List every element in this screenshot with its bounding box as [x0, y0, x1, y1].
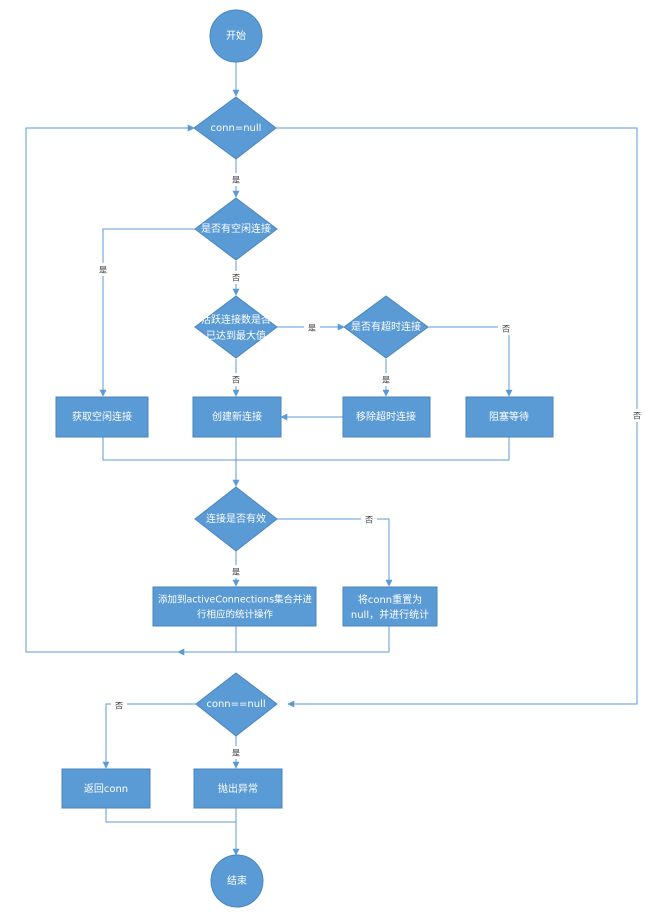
- label-no-has-timeout: 否: [502, 325, 510, 334]
- start-label: 开始: [226, 29, 246, 42]
- label-yes-active-max: 是: [308, 324, 316, 333]
- process-reset-conn: 将conn重置为 null，并进行统计: [342, 586, 438, 627]
- edge-conn-null2-no: [102, 703, 196, 769]
- edge-labels: 是 否 是 否 是 是 否 是 否 否 否 是: [95, 173, 645, 759]
- process-block-wait-label: 阻塞等待: [489, 410, 529, 423]
- edge-has-idle-yes: [99, 228, 197, 397]
- process-create-new-label: 创建新连接: [212, 410, 262, 423]
- process-remove-timeout-label: 移除超时连接: [356, 410, 416, 423]
- decision-active-max-label-1: 活跃连接数是否: [201, 313, 271, 326]
- start-node: 开始: [209, 9, 263, 63]
- process-remove-timeout: 移除超时连接: [342, 396, 431, 438]
- connectors: [25, 61, 638, 856]
- process-block-wait: 阻塞等待: [465, 396, 554, 438]
- edge-return-merge: [105, 808, 236, 823]
- decision-has-timeout: 是否有超时连接: [343, 295, 429, 359]
- label-yes-has-timeout: 是: [382, 376, 390, 385]
- label-no-conn-null2: 否: [115, 702, 123, 711]
- process-add-active: 添加到activeConnections集合并进 行相应的统计操作: [152, 586, 317, 627]
- decision-conn-null-label: conn=null: [211, 123, 262, 134]
- decision-active-max: 活跃连接数是否 已达到最大值: [194, 295, 278, 359]
- edge-loop-back: [25, 124, 195, 653]
- process-return-conn-label: 返回conn: [84, 783, 128, 795]
- process-add-active-label-1: 添加到activeConnections集合并进: [158, 594, 313, 606]
- decision-has-timeout-label: 是否有超时连接: [351, 320, 421, 333]
- decision-has-idle-label: 是否有空闲连接: [201, 222, 271, 235]
- label-yes-has-idle: 是: [99, 266, 107, 275]
- label-no-active-max: 否: [232, 376, 240, 385]
- process-get-idle: 获取空闲连接: [55, 396, 149, 438]
- label-no-valid: 否: [365, 516, 373, 525]
- process-throw-exception-label: 抛出异常: [218, 782, 258, 795]
- edge-conn-null-no: [276, 127, 638, 708]
- process-reset-conn-label-1: 将conn重置为: [358, 593, 422, 606]
- label-no-conn-null: 否: [633, 412, 641, 421]
- process-get-idle-label: 获取空闲连接: [72, 410, 132, 423]
- label-yes-valid: 是: [232, 568, 240, 577]
- edge-merge-row: [102, 437, 510, 461]
- decision-conn-null: conn=null: [193, 96, 277, 160]
- edge-loop-merge: [235, 626, 390, 653]
- process-return-conn: 返回conn: [61, 768, 151, 809]
- label-yes-conn-null: 是: [232, 176, 240, 185]
- end-label: 结束: [227, 874, 247, 887]
- decision-conn-null-2-label: conn==null: [206, 699, 265, 710]
- edge-has-timeout-no: [428, 326, 513, 397]
- label-no-has-idle: 否: [232, 274, 240, 283]
- label-yes-conn-null2: 是: [232, 749, 240, 758]
- process-add-active-label-2: 行相应的统计操作: [197, 609, 274, 621]
- process-create-new: 创建新连接: [192, 396, 282, 438]
- edge-valid-no: [277, 518, 393, 587]
- end-node: 结束: [210, 854, 264, 908]
- decision-has-idle: 是否有空闲连接: [194, 197, 278, 261]
- decision-active-max-label-2: 已达到最大值: [206, 329, 266, 342]
- decision-is-valid: 连接是否有效: [194, 486, 278, 552]
- process-reset-conn-label-2: null，并进行统计: [351, 608, 429, 621]
- process-throw-exception: 抛出异常: [193, 768, 283, 809]
- decision-is-valid-label: 连接是否有效: [206, 512, 266, 525]
- decision-conn-null-2: conn==null: [195, 672, 278, 737]
